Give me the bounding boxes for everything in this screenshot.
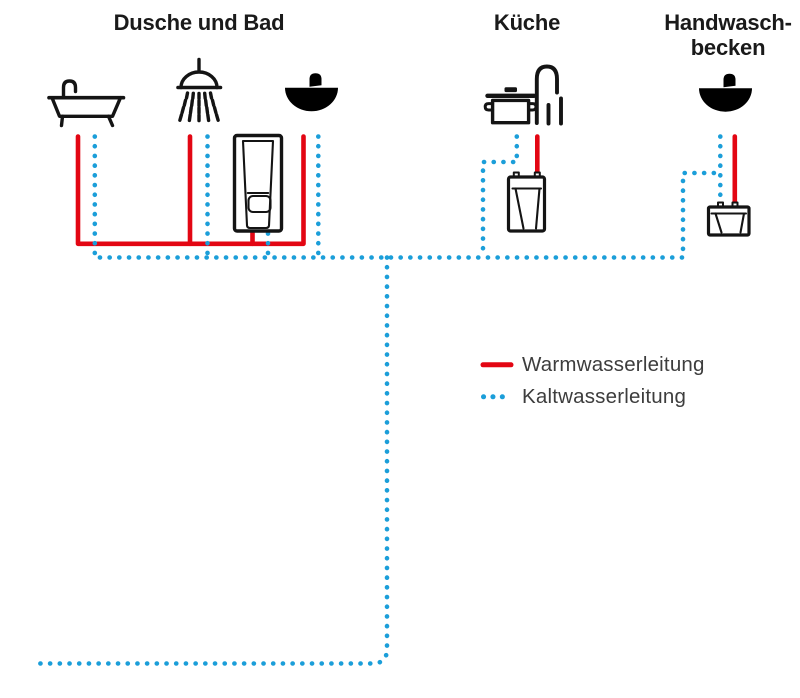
legend-cold-label: Kaltwasserleitung xyxy=(522,385,687,408)
section-title-handbasin: Handwasch-becken xyxy=(628,10,800,60)
water-heater-handbasin-icon xyxy=(706,201,751,237)
section-title-handbasin-line2: becken xyxy=(690,35,766,60)
section-title-bath: Dusche und Bad xyxy=(113,10,285,35)
legend-hot-label: Warmwasserleitung xyxy=(522,353,705,376)
shower-spray-drops xyxy=(178,91,220,123)
hot-water-pipes xyxy=(75,134,738,247)
shower-icon xyxy=(176,57,223,123)
cold-pipe-supply-riser xyxy=(32,255,390,666)
washbasin-hand-icon xyxy=(697,73,754,124)
cold-pipe-main-run xyxy=(92,134,721,260)
water-heater-large-icon xyxy=(232,133,284,233)
cold-water-pipes xyxy=(32,134,723,666)
cooking-pot-icon xyxy=(483,87,538,125)
cold-pipe-kitchen xyxy=(480,134,520,260)
washbasin-bath-icon xyxy=(283,73,340,124)
kitchen-faucet-icon xyxy=(534,64,563,126)
section-title-kitchen: Küche xyxy=(493,10,561,35)
bathtub-icon xyxy=(47,79,126,128)
water-heater-kitchen-icon xyxy=(506,171,547,233)
legend xyxy=(480,362,514,400)
section-title-handbasin-line1: Handwasch- xyxy=(664,10,792,35)
